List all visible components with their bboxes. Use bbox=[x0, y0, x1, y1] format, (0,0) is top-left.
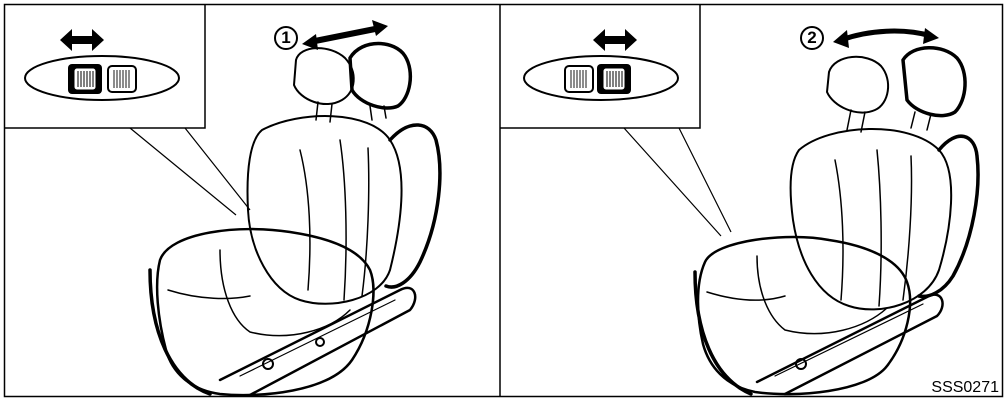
switch-housing-icon bbox=[24, 55, 180, 101]
panel-right-seatback-recline bbox=[500, 5, 980, 396]
leader-lines bbox=[129, 127, 251, 216]
inset-box bbox=[500, 5, 701, 129]
switch-housing-icon bbox=[523, 55, 679, 101]
recline-direction-arrow bbox=[833, 28, 939, 48]
double-arrow-icon bbox=[60, 29, 104, 51]
step-marker-1: 1 bbox=[274, 26, 298, 50]
step-marker-2: 2 bbox=[800, 26, 824, 50]
seat-illustration bbox=[693, 46, 980, 396]
panel-left-seat-slide bbox=[5, 5, 442, 397]
inset-box bbox=[5, 5, 206, 129]
seat-illustration bbox=[148, 41, 442, 397]
double-arrow-icon bbox=[593, 29, 637, 51]
leader-lines bbox=[623, 127, 732, 237]
figure-code: SSS0271 bbox=[931, 379, 999, 396]
slide-direction-arrow bbox=[302, 20, 388, 50]
